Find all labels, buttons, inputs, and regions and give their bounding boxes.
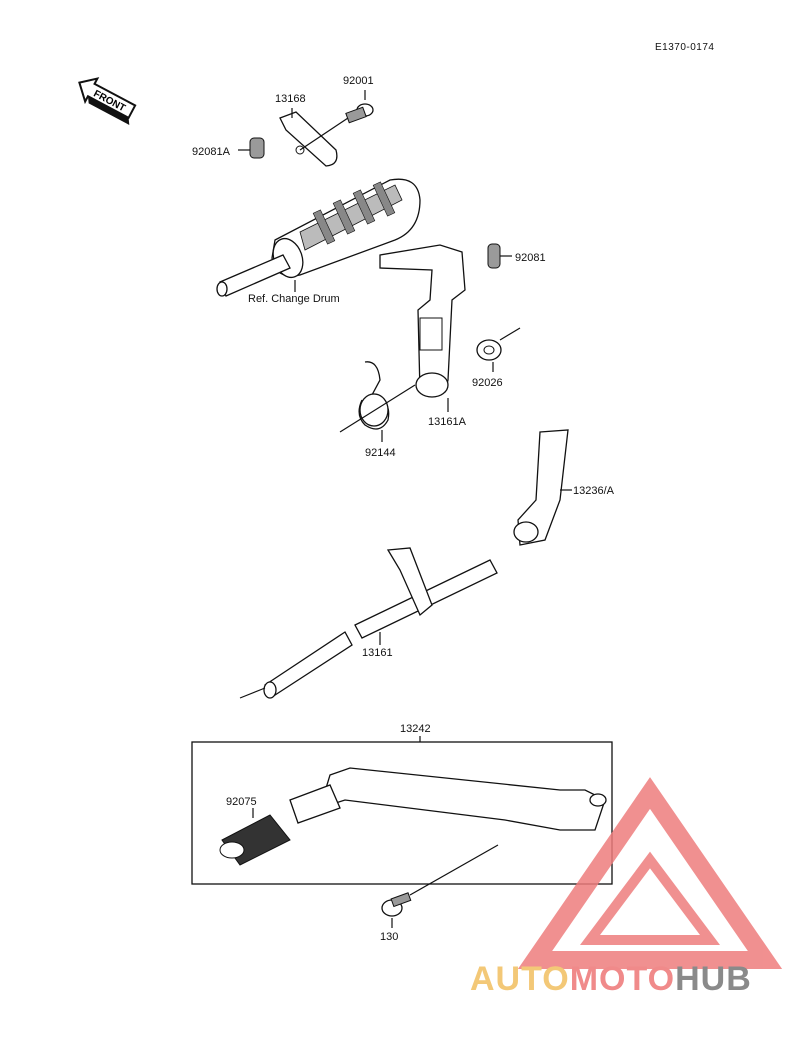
label-92026: 92026	[472, 377, 503, 389]
label-13161A: 13161A	[428, 416, 467, 428]
shift-shaft-13161	[239, 547, 498, 699]
change-drum	[216, 178, 421, 297]
label-92081: 92081	[515, 252, 546, 264]
watermark-wordmark: AUTOMOTOHUB	[470, 960, 795, 1010]
label-13161: 13161	[362, 647, 393, 659]
label-92144: 92144	[365, 447, 396, 459]
watermark-moto: MOTO	[569, 960, 676, 998]
lever-13236A	[513, 429, 569, 546]
watermark-hub: HUB	[675, 960, 752, 998]
watermark-logo-icon	[517, 777, 783, 969]
spring-92081	[487, 243, 512, 269]
washer-92026	[476, 327, 521, 372]
spring-92144	[339, 361, 416, 442]
label-13168: 13168	[275, 93, 306, 105]
label-92001: 92001	[343, 75, 374, 87]
label-92081A: 92081A	[192, 146, 231, 158]
label-92075: 92075	[226, 796, 257, 808]
label-13236A: 13236/A	[573, 485, 615, 497]
pedal-rubber-92075	[219, 814, 291, 866]
diagram-code: E1370-0174	[655, 42, 715, 53]
label-13242: 13242	[400, 723, 431, 735]
bolt-130	[381, 892, 412, 917]
shift-arm-13161A	[379, 244, 466, 398]
bolt-92001	[345, 90, 374, 124]
label-ref-change-drum: Ref. Change Drum	[248, 293, 340, 305]
shift-pedal	[289, 767, 607, 831]
label-130: 130	[380, 931, 398, 943]
plate-13168	[279, 108, 349, 167]
spring-92081A	[238, 137, 265, 159]
assembly-box-13242	[191, 741, 613, 885]
front-arrow-icon: FRONT	[78, 77, 137, 126]
watermark-auto: AUTO	[470, 960, 570, 998]
